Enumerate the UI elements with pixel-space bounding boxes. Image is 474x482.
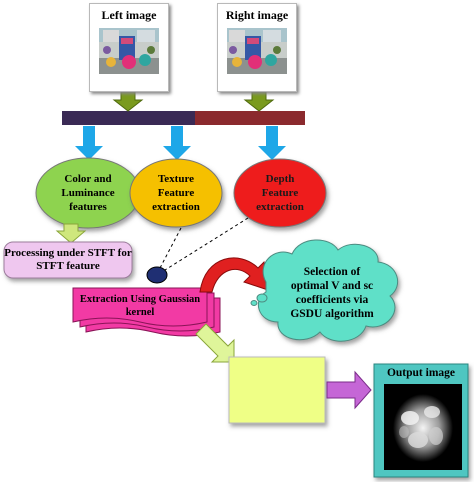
cloud-bubble-large: [256, 293, 268, 303]
depth-text: Depth Feature extraction: [234, 172, 326, 214]
depth-line-1: Depth: [265, 173, 295, 185]
depth-dashed-link: [164, 217, 249, 271]
result-box: [228, 356, 326, 424]
gsdu-line-4: GSDU algorithm: [290, 308, 374, 320]
texture-line-3: extraction: [152, 201, 200, 213]
gaussian-box-front: [72, 287, 208, 327]
color-feature-arrow: [75, 126, 103, 160]
left-image-box: Left image: [89, 3, 169, 92]
stft-box: [3, 241, 133, 279]
depth-blob: [393, 394, 453, 462]
stft-text: Processing under STFT for STFT feature: [4, 247, 132, 273]
gsdu-line-2: optimal V and sc: [290, 280, 374, 292]
texture-line-1: Texture: [157, 173, 195, 185]
left-image-title: Left image: [101, 8, 157, 22]
gsdu-text: Selection of optimal V and sc coefficien…: [270, 265, 394, 321]
texture-line-2: Feature: [157, 187, 195, 199]
output-title: Output image: [386, 367, 456, 379]
left-image-arrow: [112, 91, 144, 112]
gsdu-line-3: coefficients via: [295, 294, 369, 306]
cloud-bubble-small: [250, 300, 258, 306]
texture-ellipse: [129, 158, 223, 228]
gaussian-line-2: kernel: [125, 307, 155, 318]
right-image-title: Right image: [225, 8, 289, 22]
gaussian-line-1: Extraction Using Gaussian: [79, 294, 201, 305]
depth-feature-arrow: [258, 126, 286, 160]
right-image-arrow: [243, 91, 275, 112]
stft-line-2: STFT feature: [36, 260, 100, 272]
right-image-thumbnail: [227, 28, 287, 74]
color-luminance-text: Color and Luminance features: [36, 172, 140, 214]
depth-line-2: Feature: [261, 187, 299, 199]
texture-text: Texture Feature extraction: [130, 172, 222, 214]
color-line-2: Luminance: [61, 187, 115, 199]
texture-dashed-link: [159, 227, 182, 269]
stft-line-1: Processing under STFT for: [4, 247, 132, 259]
right-image-box: Right image: [217, 3, 297, 92]
output-arrow: [326, 370, 372, 410]
gaussian-text: Extraction Using Gaussian kernel: [73, 293, 207, 319]
gsdu-curved-arrow: [199, 257, 269, 293]
stft-arrow: [55, 223, 87, 244]
gsdu-cloud: [257, 239, 399, 342]
depth-ellipse: [233, 158, 327, 228]
merge-bar-right: [195, 111, 305, 125]
texture-feature-arrow: [163, 126, 191, 160]
color-line-3: features: [69, 201, 107, 213]
color-line-1: Color and: [64, 173, 112, 185]
fusion-node: [146, 266, 168, 284]
left-image-thumbnail: [99, 28, 159, 74]
gsdu-line-1: Selection of: [303, 266, 361, 278]
result-arrow: [195, 323, 235, 363]
merge-bar-left: [62, 111, 195, 125]
depth-line-3: extraction: [256, 201, 304, 213]
